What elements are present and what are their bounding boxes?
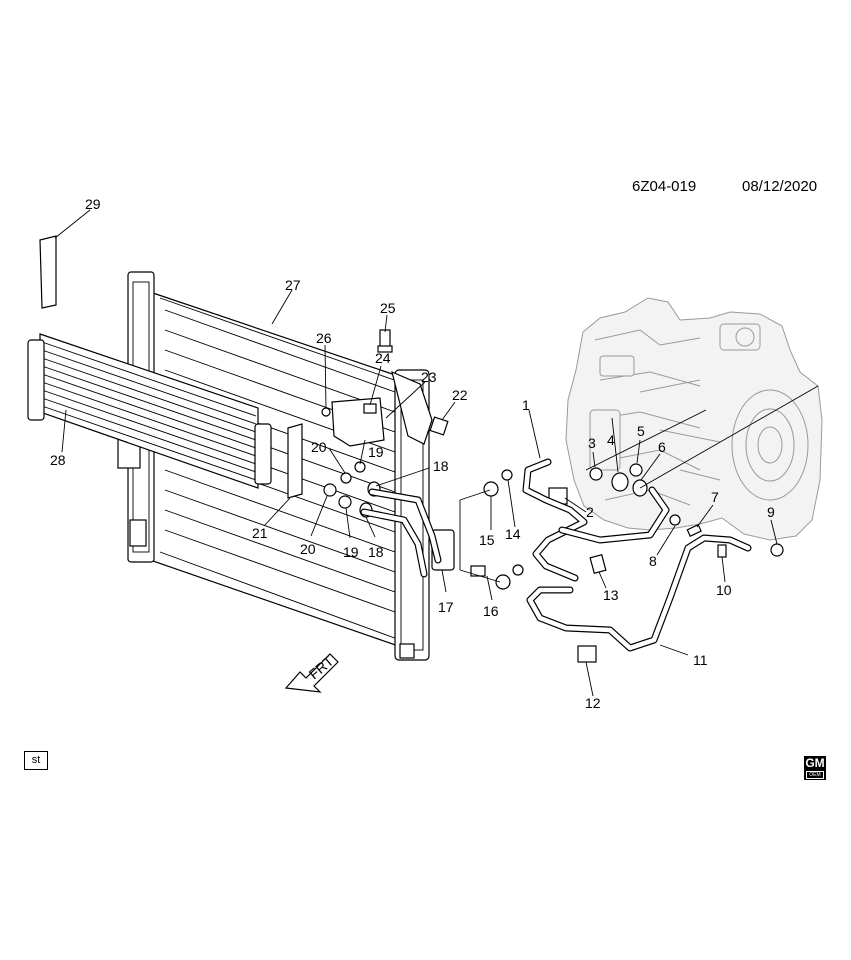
callout-2: 2 — [586, 504, 594, 520]
callout-29: 29 — [85, 196, 101, 212]
callout-11: 11 — [693, 652, 708, 668]
diagram-code: 6Z04-019 — [632, 178, 696, 195]
cooler-bracket — [287, 423, 303, 499]
oil-cooler — [27, 333, 272, 489]
callout-28: 28 — [50, 452, 66, 468]
callout-16: 16 — [483, 603, 499, 619]
gm-logo-text: GM — [805, 756, 825, 770]
callout-7: 7 — [711, 489, 719, 505]
callout-3: 3 — [588, 435, 596, 451]
callout-18-upper: 18 — [433, 458, 449, 474]
callout-17: 17 — [438, 599, 454, 615]
callout-18-lower: 18 — [368, 544, 384, 560]
diagram-date: 08/12/2020 — [742, 178, 817, 195]
gm-logo-subtext: OEM — [806, 771, 824, 779]
radiator — [117, 271, 430, 661]
callout-22: 22 — [452, 387, 468, 403]
callout-12: 12 — [585, 695, 601, 711]
transmission-assembly — [565, 297, 823, 541]
callout-4: 4 — [607, 432, 615, 448]
callout-15: 15 — [479, 532, 495, 548]
callout-6: 6 — [658, 439, 666, 455]
callout-10: 10 — [716, 582, 732, 598]
callout-21: 21 — [252, 525, 268, 541]
callout-24: 24 — [375, 350, 391, 366]
callout-20-lower: 20 — [300, 541, 316, 557]
gm-logo: GM OEM — [804, 756, 826, 780]
leader-lines — [54, 209, 819, 697]
callout-20-upper: 20 — [311, 439, 327, 455]
front-direction-arrow: FRT — [284, 652, 339, 693]
callout-26: 26 — [316, 330, 332, 346]
callout-1: 1 — [522, 397, 530, 413]
callout-13: 13 — [603, 587, 619, 603]
upper-bracket — [391, 370, 433, 445]
callout-23: 23 — [421, 369, 437, 385]
callout-19-upper: 19 — [368, 444, 384, 460]
callout-5: 5 — [637, 423, 645, 439]
callout-27: 27 — [285, 277, 301, 293]
callout-19-lower: 19 — [343, 544, 359, 560]
callout-8: 8 — [649, 553, 657, 569]
callout-14: 14 — [505, 526, 521, 542]
cooler-lines — [360, 458, 752, 652]
air-baffle — [39, 235, 57, 309]
view-tag: st — [24, 751, 48, 770]
callout-9: 9 — [767, 504, 775, 520]
callout-25: 25 — [380, 300, 396, 316]
callout-labels: 1 2 3 4 5 6 7 8 9 10 11 12 13 14 15 16 1… — [50, 196, 775, 711]
